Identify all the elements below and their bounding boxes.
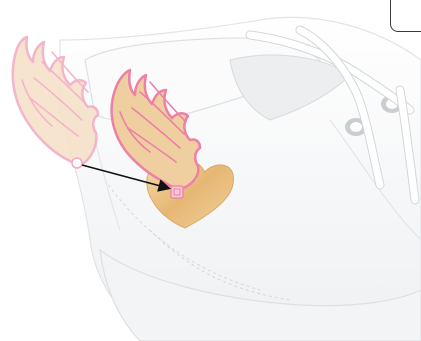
- anchor-handle[interactable]: [171, 186, 183, 198]
- sneaker: [60, 17, 421, 341]
- anchor-dot-icon[interactable]: [72, 158, 82, 168]
- corner-panel[interactable]: [390, 0, 421, 32]
